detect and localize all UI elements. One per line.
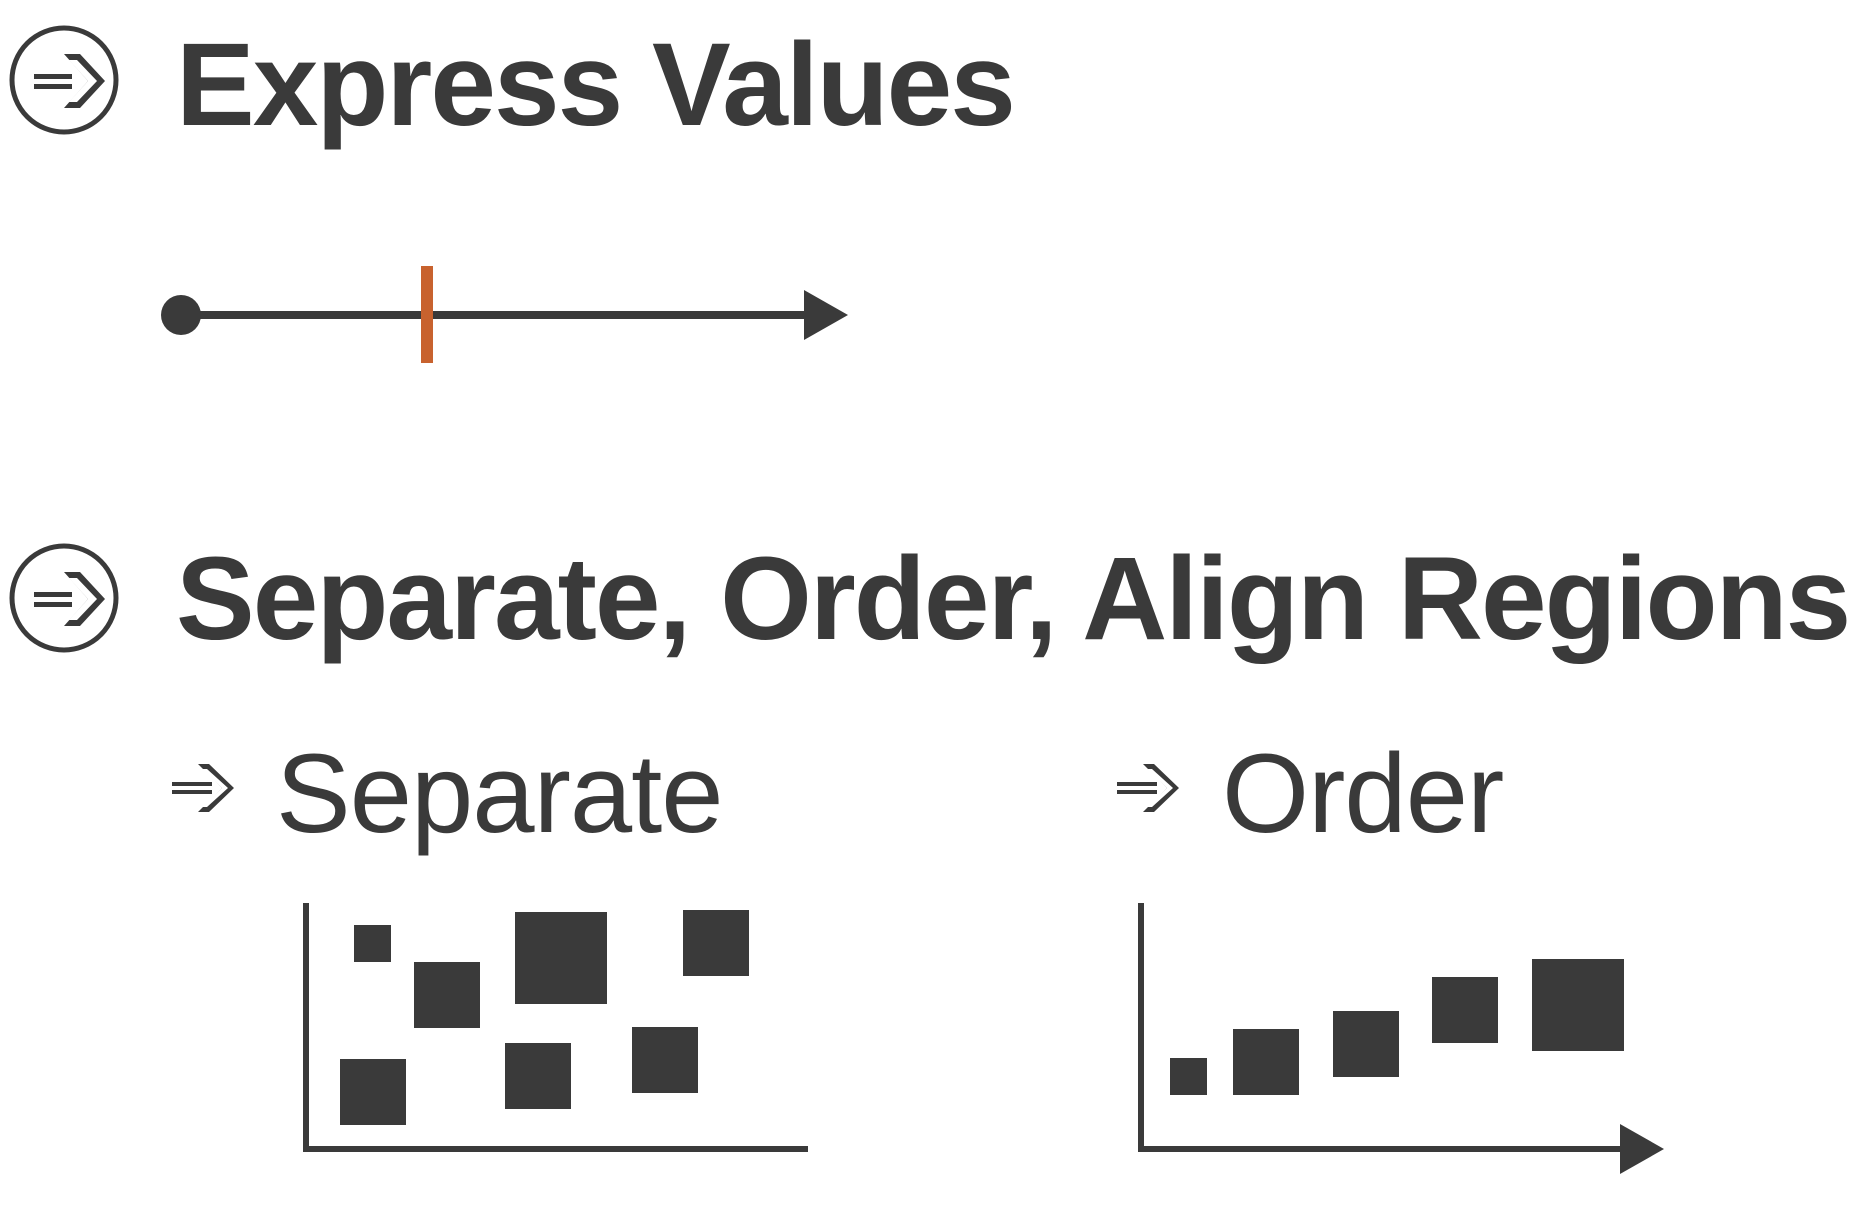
- circle-arrow-icon: [9, 25, 119, 135]
- region-square: [505, 1043, 571, 1109]
- region-square: [1432, 977, 1498, 1043]
- axis-arrowhead: [804, 290, 848, 340]
- region-square: [1170, 1058, 1207, 1095]
- region-square: [515, 912, 607, 1004]
- region-square: [1333, 1011, 1399, 1077]
- region-square: [1233, 1029, 1299, 1095]
- value-tick-mark: [421, 266, 433, 363]
- small-arrow-icon: [1117, 764, 1179, 812]
- region-square: [340, 1059, 406, 1125]
- region-square: [683, 910, 749, 976]
- order-axis-arrowhead: [1620, 1124, 1664, 1174]
- region-square: [1532, 959, 1624, 1051]
- axis-origin-dot: [161, 295, 201, 335]
- region-square: [354, 925, 391, 962]
- region-square: [632, 1027, 698, 1093]
- section-title-express: Express Values: [176, 19, 1016, 151]
- circle-arrow-icon: [9, 543, 119, 653]
- subsection-label-separate: Separate: [276, 731, 724, 856]
- section-title-regions: Separate, Order, Align Regions: [176, 533, 1851, 665]
- region-square: [414, 962, 480, 1028]
- order-figure: [1138, 903, 1664, 1174]
- separate-figure: [303, 903, 808, 1152]
- subsection-label-order: Order: [1222, 731, 1504, 856]
- express-values-axis: [161, 266, 848, 363]
- small-arrow-icon: [172, 764, 234, 812]
